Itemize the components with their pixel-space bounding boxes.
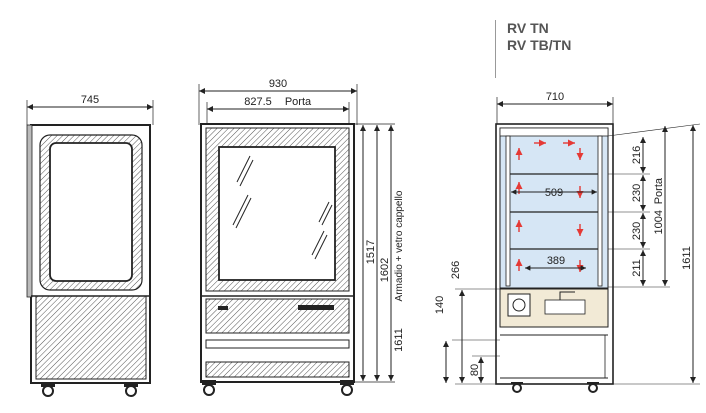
glass-reflections [232,155,333,260]
shelf-gap-1: 216 [631,146,643,164]
front-width-label: 930 [269,78,287,90]
front-door-width-label: 827.5 [244,96,272,108]
front-door-label: Porta [285,96,312,108]
front-height-1611: 1611 [393,328,405,352]
section-body [495,123,614,385]
section-width-label: 710 [546,91,564,103]
front-view: 930 827.5 Porta [198,78,405,396]
inner-width-lower: 389 [547,255,565,267]
front-height-1517: 1517 [365,240,377,264]
model-name-1: RV TN [507,20,549,36]
front-control-panel [205,298,350,334]
front-base [205,361,350,378]
door-height-label: 1004 [653,210,665,234]
section-view: 710 509 389 [434,91,701,393]
inner-width-upper: 509 [545,187,563,199]
side-width-label: 745 [81,94,99,106]
section-total-height: 1611 [681,246,693,270]
side-lower-panel [35,295,147,380]
door-label: Porta [653,177,665,204]
front-body [200,123,355,383]
section-wheels [511,382,599,393]
airflow-arrows [515,139,584,272]
dim-140: 140 [434,296,446,314]
side-wheels [41,382,138,397]
title-separator [495,20,496,78]
section-shelves [510,173,598,250]
model-name-2: RV TB/TN [507,37,572,53]
shelf-gap-4: 211 [631,259,643,277]
dim-80: 80 [469,364,481,376]
dim-266: 266 [450,261,462,279]
front-height-1602: 1602 [379,258,391,282]
front-wheels [202,380,354,396]
front-height-1611-label: Armadio + vetro cappello [394,190,405,301]
shelf-gap-2: 230 [631,184,643,202]
side-glass [49,142,133,282]
front-glass-door [218,146,336,281]
side-view: 745 [26,94,154,397]
shelf-gap-3: 230 [631,222,643,240]
